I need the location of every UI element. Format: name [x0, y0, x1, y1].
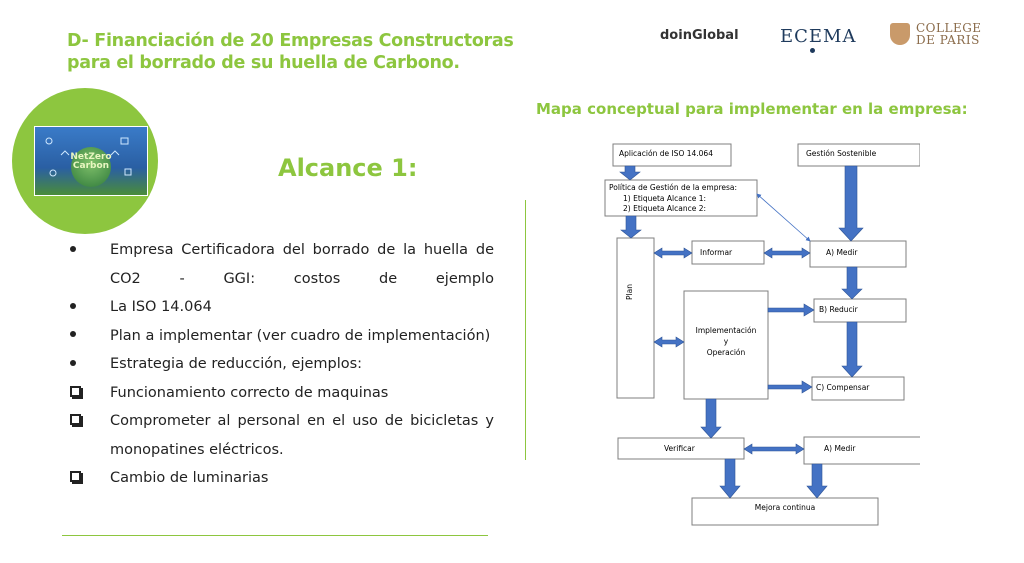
college-logo-line-2: DE PARIS: [916, 33, 980, 47]
box-compensar: C) Compensar: [811, 376, 905, 401]
box-informar: Informar: [691, 240, 765, 265]
box-medir-1-label: A) Medir: [826, 248, 858, 257]
bullet-icon: [70, 322, 84, 351]
arrow-medir2-to-mejora: [806, 463, 828, 499]
slide-title-line-2: para el borrado de su huella de Carbono.: [67, 53, 460, 73]
box-implementacion-line-2: y: [724, 337, 729, 346]
college-logo-text: COLLEGE DE PARIS: [916, 22, 982, 46]
box-politica-line-2: 1) Etiqueta Alcance 1:: [623, 194, 706, 203]
ecema-logo: ECEMA: [780, 26, 857, 47]
box-plan-label: Plan: [625, 284, 634, 300]
box-medir-1: A) Medir: [809, 240, 907, 268]
vertical-divider: [525, 200, 526, 460]
college-de-paris-logo: COLLEGE DE PARIS: [890, 22, 982, 46]
box-verificar: Verificar: [617, 437, 745, 460]
box-reducir: B) Reducir: [813, 298, 907, 323]
bullet-icon: [70, 350, 84, 379]
arrow-plan-informar-double: [653, 247, 693, 259]
arrow-informar-medir-double: [763, 247, 811, 259]
list-item: Cambio de luminarias: [70, 464, 494, 493]
box-politica-line-1: Política de Gestión de la empresa:: [609, 183, 737, 192]
box-medir-2: A) Medir: [803, 436, 920, 465]
arrow-medir-to-reducir: [841, 266, 863, 300]
arrow-implementacion-to-reducir: [767, 303, 815, 317]
mapa-conceptual-heading: Mapa conceptual para implementar en la e…: [536, 100, 968, 118]
netzero-line-2: Carbon: [72, 161, 110, 171]
netzero-text: NetZero Carbon: [35, 153, 147, 171]
list-item: Funcionamiento correcto de maquinas: [70, 379, 494, 408]
list-item-text: Empresa Certificadora del borrado de la …: [110, 242, 494, 287]
box-verificar-label: Verificar: [664, 444, 696, 453]
checkbox-icon: [70, 379, 84, 408]
college-crest-icon: [890, 23, 910, 45]
list-item-text: Plan a implementar (ver cuadro de implem…: [110, 327, 491, 344]
arrow-implementacion-to-compensar: [767, 380, 813, 394]
list-item-text: La ISO 14.064: [110, 299, 212, 315]
bullet-icon: [70, 293, 84, 322]
list-item-text: Cambio de luminarias: [110, 470, 269, 486]
box-gestion-label: Gestión Sostenible: [806, 149, 877, 158]
arrow-implementacion-to-verificar: [700, 398, 722, 439]
list-item: Comprometer al personal en el uso de bic…: [70, 407, 494, 464]
box-informar-label: Informar: [700, 248, 733, 257]
bullet-icon: [70, 236, 84, 265]
list-item: La ISO 14.064: [70, 293, 494, 322]
checkbox-icon: [70, 407, 84, 436]
slide-title: D- Financiación de 20 Empresas Construct…: [67, 30, 587, 74]
box-implementacion: Implementación y Operación: [683, 290, 769, 400]
arrow-gestion-to-medir: [838, 165, 864, 242]
box-implementacion-line-3: Operación: [707, 348, 746, 357]
box-implementacion-line-1: Implementación: [696, 326, 757, 335]
checkbox-icon: [70, 464, 84, 493]
box-reducir-label: B) Reducir: [819, 305, 859, 314]
box-iso: Aplicación de ISO 14.064: [612, 143, 732, 167]
netzero-eco-icons: [45, 137, 132, 177]
arrow-plan-implementacion-double: [653, 336, 685, 348]
list-item-text: Comprometer al personal en el uso de bic…: [110, 413, 494, 458]
concept-map-diagram: Aplicación de ISO 14.064 Gestión Sosteni…: [604, 143, 920, 526]
netzero-carbon-image: NetZero Carbon: [34, 126, 148, 196]
list-item: Empresa Certificadora del borrado de la …: [70, 236, 494, 293]
box-medir-2-label: A) Medir: [824, 444, 856, 453]
arrow-verificar-medir-double: [743, 443, 805, 455]
alcance-list: Empresa Certificadora del borrado de la …: [70, 236, 494, 493]
horizontal-divider: [62, 535, 488, 536]
box-iso-label: Aplicación de ISO 14.064: [619, 149, 713, 158]
college-logo-line-1: COLLEGE: [916, 21, 982, 35]
box-mejora: Mejora continua: [691, 497, 879, 526]
slide-title-line-1: D- Financiación de 20 Empresas Construct…: [67, 31, 514, 51]
arrow-reducir-to-compensar: [841, 321, 863, 378]
alcance-heading: Alcance 1:: [278, 154, 418, 182]
globe-icon: [71, 147, 111, 187]
box-politica: Política de Gestión de la empresa: 1) Et…: [604, 179, 758, 217]
box-mejora-label: Mejora continua: [755, 503, 815, 512]
list-item: Plan a implementar (ver cuadro de implem…: [70, 322, 494, 351]
connector-politica-medir: [756, 193, 811, 242]
box-plan: Plan: [616, 237, 655, 399]
box-compensar-label: C) Compensar: [816, 383, 870, 392]
arrow-verificar-to-mejora: [719, 458, 741, 499]
netzero-line-1: NetZero: [70, 152, 112, 162]
list-item: Estrategia de reducción, ejemplos:: [70, 350, 494, 379]
box-gestion: Gestión Sostenible: [797, 143, 920, 167]
arrow-politica-to-plan: [620, 215, 642, 239]
ecema-logo-dot-icon: [810, 48, 815, 53]
box-politica-line-3: 2) Etiqueta Alcance 2:: [623, 204, 706, 213]
list-item-text: Funcionamiento correcto de maquinas: [110, 384, 389, 401]
doinglobal-logo: doinGlobal: [660, 28, 739, 43]
list-item-text: Estrategia de reducción, ejemplos:: [110, 356, 363, 372]
arrow-iso-to-politica: [619, 165, 641, 181]
